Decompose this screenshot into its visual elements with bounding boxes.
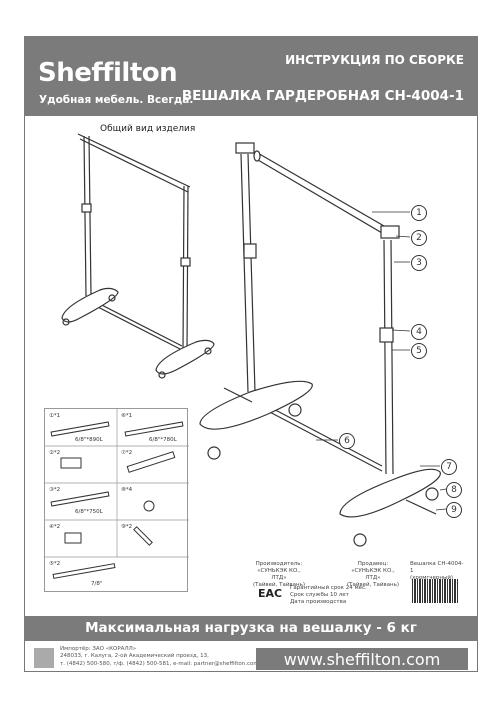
model-name: Вешалка СН-4004-1 [410, 561, 464, 574]
brand-logo: Sheffilton [38, 58, 178, 88]
product-title: ВЕШАЛКА ГАРДЕРОБНАЯ СН-4004-1 [181, 88, 464, 104]
max-load-bar: Максимальная нагрузка на вешалку - 6 кг [24, 616, 478, 641]
max-load-text: Максимальная нагрузка на вешалку - 6 кг [85, 620, 417, 636]
callout-7: 7 [441, 459, 457, 475]
part-3-dim: 6/8"*750L [75, 509, 103, 515]
callout-4: 4 [411, 324, 427, 340]
importer-line-1: Импортёр: ЗАО «КОРАЛЛ» [60, 646, 137, 652]
manufacturer-title: Производитель: [255, 561, 303, 567]
part-6-count: ⑥*1 [121, 413, 133, 419]
main-rack-drawing [199, 142, 441, 547]
callout-8: 8 [446, 482, 462, 498]
callout-5: 5 [411, 343, 427, 359]
part-5-count: ⑤*2 [49, 561, 61, 567]
seller-title: Продавец: [357, 561, 389, 567]
warranty-text: Гарантийный срок 24 мес. [290, 585, 367, 591]
callout-leaders [316, 211, 447, 511]
model-finish: (хромгчерный) [410, 574, 454, 581]
callout-1: 1 [411, 205, 427, 221]
part-8-count: ⑧*4 [121, 487, 133, 493]
seller-country: (Тайвей, Тайвань) [346, 581, 400, 588]
part-2-count: ②*2 [49, 450, 61, 456]
part-9-count: ⑨*2 [121, 524, 133, 530]
part-6-dim: 6/8"*780L [149, 437, 177, 443]
part-7-count: ⑦*2 [121, 450, 133, 456]
callout-3: 3 [411, 255, 427, 271]
barcode [412, 579, 458, 603]
overview-rack-drawing [61, 133, 215, 379]
importer-info: Импортёр: ЗАО «КОРАЛЛ» 248033, г. Калуга… [60, 646, 259, 668]
header-band [24, 36, 478, 116]
part-3-count: ③*2 [49, 487, 61, 493]
warranty-block: Гарантийный срок 24 мес. Срок службы 10 … [290, 585, 367, 606]
manufacturer-name: «СУНЬКЭК КО., ЛТД» [257, 567, 301, 581]
website-link[interactable]: www.sheffilton.com [283, 650, 441, 669]
brand-tagline: Удобная мебель. Всегда. [39, 94, 194, 106]
importer-line-2: 248033, г. Калуга, 2-ой Академический пр… [60, 653, 209, 660]
seller-block: Продавец: «СУНЬКЭК КО., ЛТД» (Тайвей, Та… [344, 561, 402, 589]
production-date-text: Дата производства [290, 598, 347, 605]
parts-grid [45, 409, 189, 579]
part-1-count: ①*1 [49, 413, 61, 419]
parts-list: ①*1 6/8"*890L ⑥*1 6/8"*780L ②*2 ⑦*2 ③*2 … [44, 408, 189, 592]
service-life-text: Срок службы 10 лет [290, 591, 349, 598]
part-4-count: ④*2 [49, 524, 61, 530]
overview-label: Общий вид изделия [100, 124, 196, 134]
importer-line-3: т. (4842) 500-580, т/ф. (4842) 500-581, … [60, 660, 259, 667]
manufacturer-country: (Тайвей, Тайвань) [252, 581, 306, 588]
callout-9: 9 [446, 502, 462, 518]
seller-name: «СУНЬКЭК КО., ЛТД» [351, 567, 395, 581]
callout-6: 6 [339, 433, 355, 449]
manufacturer-block: Производитель: «СУНЬКЭК КО., ЛТД» (Тайве… [250, 561, 308, 589]
product-info-card: Производитель: «СУНЬКЭК КО., ЛТД» (Тайве… [244, 555, 464, 610]
model-block: Вешалка СН-4004-1 (хромгчерный) [410, 561, 464, 582]
callout-2: 2 [411, 230, 427, 246]
document-type: ИНСТРУКЦИЯ ПО СБОРКЕ [285, 53, 464, 67]
eac-mark: EAC [258, 587, 283, 600]
part-5-dim: 7/8" [91, 581, 103, 587]
part-1-dim: 6/8"*890L [75, 437, 103, 443]
importer-logo [34, 648, 54, 668]
website-box[interactable]: www.sheffilton.com [256, 648, 468, 670]
